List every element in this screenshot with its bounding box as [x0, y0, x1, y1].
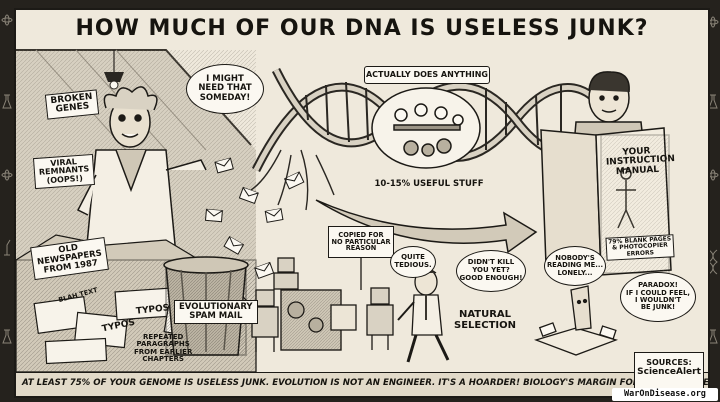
- speech-bubble-paradox: PARADOX! IF I COULD FEEL, I WOULDN'T BE …: [620, 272, 696, 322]
- flask-icon: [2, 329, 12, 344]
- robot-icon: [273, 257, 299, 290]
- sources-box: SOURCES: ScienceAlert: [634, 352, 704, 390]
- envelope-icon: [204, 208, 223, 223]
- speech-bubble-hoarder: I MIGHT NEED THAT SOMEDAY!: [186, 64, 264, 114]
- speech-bubble-robot: QUITE TEDIOUS.: [390, 246, 436, 278]
- natural-selection-man: [397, 268, 450, 363]
- speech-bubble-nobody-reading: NOBODY'S READING ME... LONELY...: [544, 246, 606, 286]
- atom-icon: [1, 169, 13, 181]
- speech-bubble-selection: DIDN'T KILL YOU YET? GOOD ENOUGH!: [456, 250, 526, 292]
- envelope-icon: [223, 235, 245, 255]
- watermark: WarOnDisease.org: [612, 388, 718, 401]
- label-useful-stuff: 10-15% USEFUL STUFF: [374, 179, 484, 189]
- useful-section: [371, 87, 481, 169]
- envelope-icon: [238, 186, 259, 205]
- gear-icon: [287, 301, 324, 333]
- gear-icon: [403, 138, 452, 157]
- label-repeated-paragraphs: REPEATED PARAGRAPHS FROM EARLIER CHAPTER…: [134, 333, 193, 364]
- flask-icon: [708, 94, 718, 109]
- flask-icon: [708, 329, 718, 344]
- manual-title: YOUR INSTRUCTION MANUAL: [605, 146, 676, 177]
- label-evolutionary-spam: EVOLUTIONARY SPAM MAIL: [174, 300, 258, 324]
- envelope-icon: [264, 208, 284, 223]
- envelope-icon: [283, 171, 305, 190]
- banner-actually-does-anything: ACTUALLY DOES ANYTHING: [364, 66, 490, 84]
- flask-icon: [2, 94, 12, 109]
- robot-icon: [366, 287, 394, 350]
- atom-icon: [1, 14, 13, 26]
- bottom-caption: At least 75% of your genome is useless j…: [22, 378, 710, 388]
- bottom-banner: [16, 372, 708, 396]
- manual-subtitle: 79% BLANK PAGES & PHOTOCOPIER ERRORS: [605, 234, 675, 261]
- envelope-icon: [254, 261, 275, 280]
- robots-and-copier: [251, 255, 394, 352]
- envelope-icon: [538, 322, 617, 340]
- microscope-icon: [4, 239, 11, 256]
- lonely-junk-paper: [533, 285, 619, 356]
- dna-icon: [708, 249, 718, 275]
- label-natural-selection: NATURAL SELECTION: [454, 309, 516, 331]
- poster-title: How much of our DNA is useless junk?: [75, 16, 649, 41]
- sign-copied-for-no-reason: COPIED FOR NO PARTICULAR REASON: [328, 226, 394, 258]
- poster-canvas: How much of our DNA is useless junk? BRO…: [14, 8, 710, 398]
- worker-figures: [394, 103, 464, 126]
- label-viral-remnants: VIRAL REMNANTS (OOPS!): [32, 153, 96, 190]
- envelope-icon: [214, 157, 234, 174]
- illustration: [16, 49, 672, 373]
- hanging-lamp-icon: [104, 50, 124, 90]
- flying-envelopes: [204, 157, 305, 280]
